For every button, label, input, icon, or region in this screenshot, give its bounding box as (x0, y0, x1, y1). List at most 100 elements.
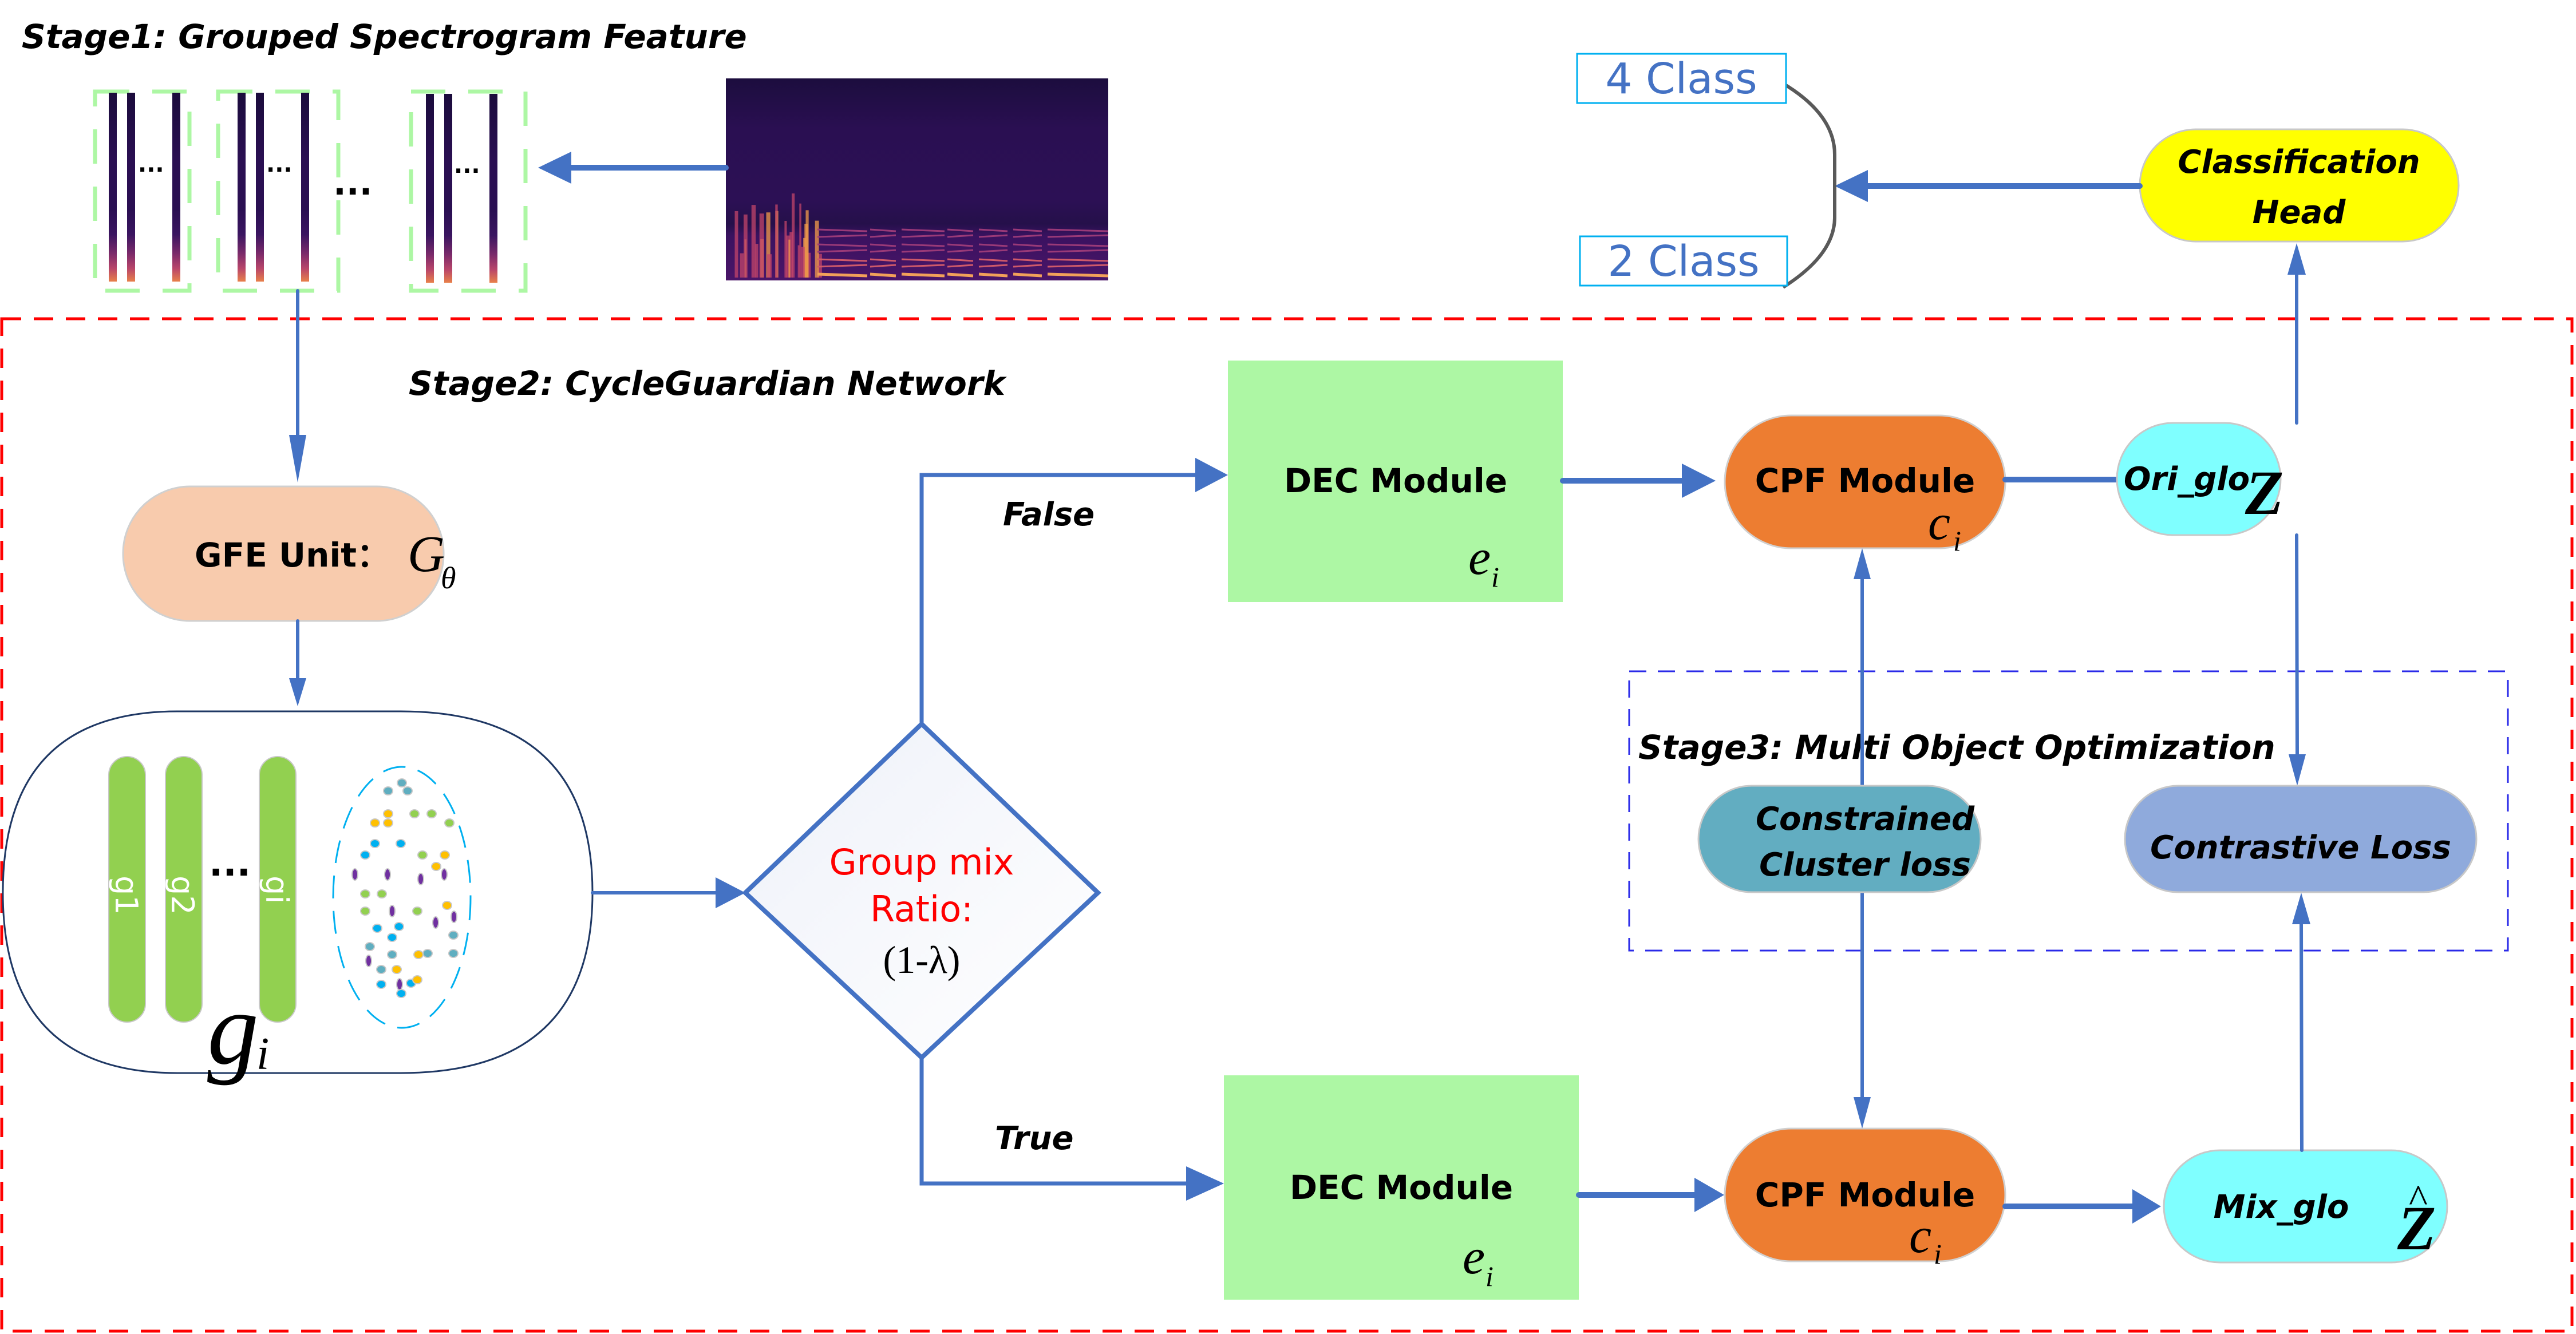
group-bar-label: g2 (164, 876, 200, 915)
scatter-point (433, 917, 438, 928)
scatter-point (397, 979, 402, 990)
scatter-point (397, 779, 406, 787)
constrained-cluster-loss-node[interactable]: Constrained Cluster loss (1698, 786, 1981, 892)
spectrogram-column (444, 94, 452, 283)
scatter-point (441, 869, 447, 880)
arrowhead-icon (538, 152, 571, 184)
scatter-point (432, 862, 441, 870)
scatter-point (449, 949, 458, 957)
cpf-bottom-subscript: i (1934, 1238, 1942, 1270)
scatter-point (389, 905, 395, 917)
classification-head-line1: Classification (2178, 144, 2420, 181)
contrastive-loss-node[interactable]: Contrastive Loss (2125, 786, 2476, 892)
scatter-point (384, 819, 393, 827)
scatter-point (396, 840, 405, 848)
classification-head-node[interactable]: Classification Head (2140, 129, 2459, 242)
cpf-module-bottom[interactable]: CPF Module c i (1725, 1129, 2005, 1270)
group-bar-ellipsis: ... (209, 842, 251, 885)
cpf-top-symbol: c (1928, 495, 1950, 551)
scatter-point (442, 901, 452, 909)
scatter-point (397, 989, 406, 997)
flow-arrow-mix-glo-to-contrastive (2301, 923, 2302, 1150)
scatter-point (370, 840, 380, 848)
constrained-loss-line1: Constrained (1756, 801, 1975, 838)
gfe-unit-label: GFE Unit： (195, 536, 390, 575)
cpf-top-label: CPF Module (1755, 461, 1975, 500)
spectrogram-burst (775, 204, 777, 278)
spectrogram-harmonic (870, 274, 896, 276)
output-4-class-label: 4 Class (1605, 54, 1757, 104)
decision-line2: Ratio: (870, 888, 973, 930)
ori-glo-label: Ori_glo (2124, 461, 2250, 498)
scatter-point (384, 810, 393, 818)
cpf-module-top[interactable]: CPF Module c i (1725, 415, 2005, 557)
scatter-point (388, 933, 397, 941)
scatter-point (418, 873, 424, 885)
spectrogram-burst (734, 211, 738, 278)
arrowhead-icon (1195, 458, 1228, 492)
scatter-point (440, 851, 449, 859)
arrowhead-icon (1835, 170, 1868, 202)
constrained-loss-line2: Cluster loss (1759, 846, 1971, 884)
scatter-point (352, 869, 358, 880)
spectrogram-burst (744, 215, 748, 278)
spectrogram-column (172, 93, 180, 282)
decision-formula: (1-λ) (883, 938, 961, 981)
spectrogram-column (127, 93, 135, 282)
stage2-title: Stage2: CycleGuardian Network (409, 364, 1008, 403)
spectrogram-column (256, 93, 264, 282)
scatter-point (373, 924, 382, 932)
spectrogram-burst (788, 240, 790, 278)
spectrogram-harmonic (817, 274, 867, 276)
spectrogram-harmonic (902, 274, 945, 276)
group-mix-decision-node[interactable]: Group mix Ratio: (1-λ) (745, 724, 1098, 1058)
spectrogram-group-2: ... (218, 92, 338, 291)
cpf-bottom-label: CPF Module (1755, 1175, 1975, 1214)
spectrogram-column (109, 93, 117, 282)
scatter-point (377, 965, 386, 973)
scatter-point (410, 810, 419, 818)
spectrogram-harmonic (947, 274, 973, 276)
mix-glo-accent: ^ (2409, 1177, 2428, 1221)
arrowhead-icon (2292, 893, 2310, 924)
mix-glo-label: Mix_glo (2214, 1189, 2349, 1226)
scatter-point (413, 976, 422, 984)
scatter-point (361, 907, 370, 915)
dec-module-bottom[interactable]: DEC Module e i (1224, 1075, 1579, 1300)
ori-glo-node[interactable]: Ori_glo Z (2117, 423, 2283, 535)
group-features-container: g1 g2 gi ... g i (3, 711, 592, 1086)
spectrogram-column (238, 93, 246, 282)
scatter-point (423, 949, 432, 957)
spectrogram-harmonic (979, 274, 1008, 276)
gfe-symbol: G (408, 526, 445, 583)
scatter-point (384, 787, 393, 795)
scatter-point (392, 965, 401, 973)
spectrogram-burst (740, 254, 744, 278)
scatter-point (361, 851, 370, 859)
mix-glo-node[interactable]: Mix_glo Z ^ (2164, 1150, 2447, 1263)
scatter-point (427, 810, 436, 818)
group-ellipsis: ... (333, 163, 372, 203)
branch-label-true: True (995, 1120, 1074, 1157)
scatter-point (451, 911, 457, 923)
stage3-title: Stage3: Multi Object Optimization (1638, 728, 2275, 767)
dec-top-label: DEC Module (1284, 461, 1507, 500)
spectrogram-column (301, 93, 309, 282)
scatter-point (394, 923, 404, 931)
scatter-point (388, 951, 397, 959)
arrowhead-icon (2287, 243, 2306, 275)
decision-line1: Group mix (829, 841, 1014, 883)
spectrogram-burst (801, 247, 804, 278)
inner-ellipsis: ... (454, 152, 480, 179)
arrowhead-icon (1682, 464, 1716, 498)
gfe-unit-node[interactable]: GFE Unit： G θ (57, 486, 456, 734)
scatter-point (385, 869, 390, 880)
group-bar-label: gi (259, 876, 295, 904)
spectrogram-image (726, 78, 1108, 280)
dec-module-top[interactable]: DEC Module e i (1228, 361, 1563, 602)
arrowhead-icon (1854, 548, 1871, 579)
spectrogram-harmonic (1013, 274, 1042, 276)
cpf-bottom-symbol: c (1909, 1208, 1931, 1264)
spectrogram-burst (798, 246, 800, 278)
